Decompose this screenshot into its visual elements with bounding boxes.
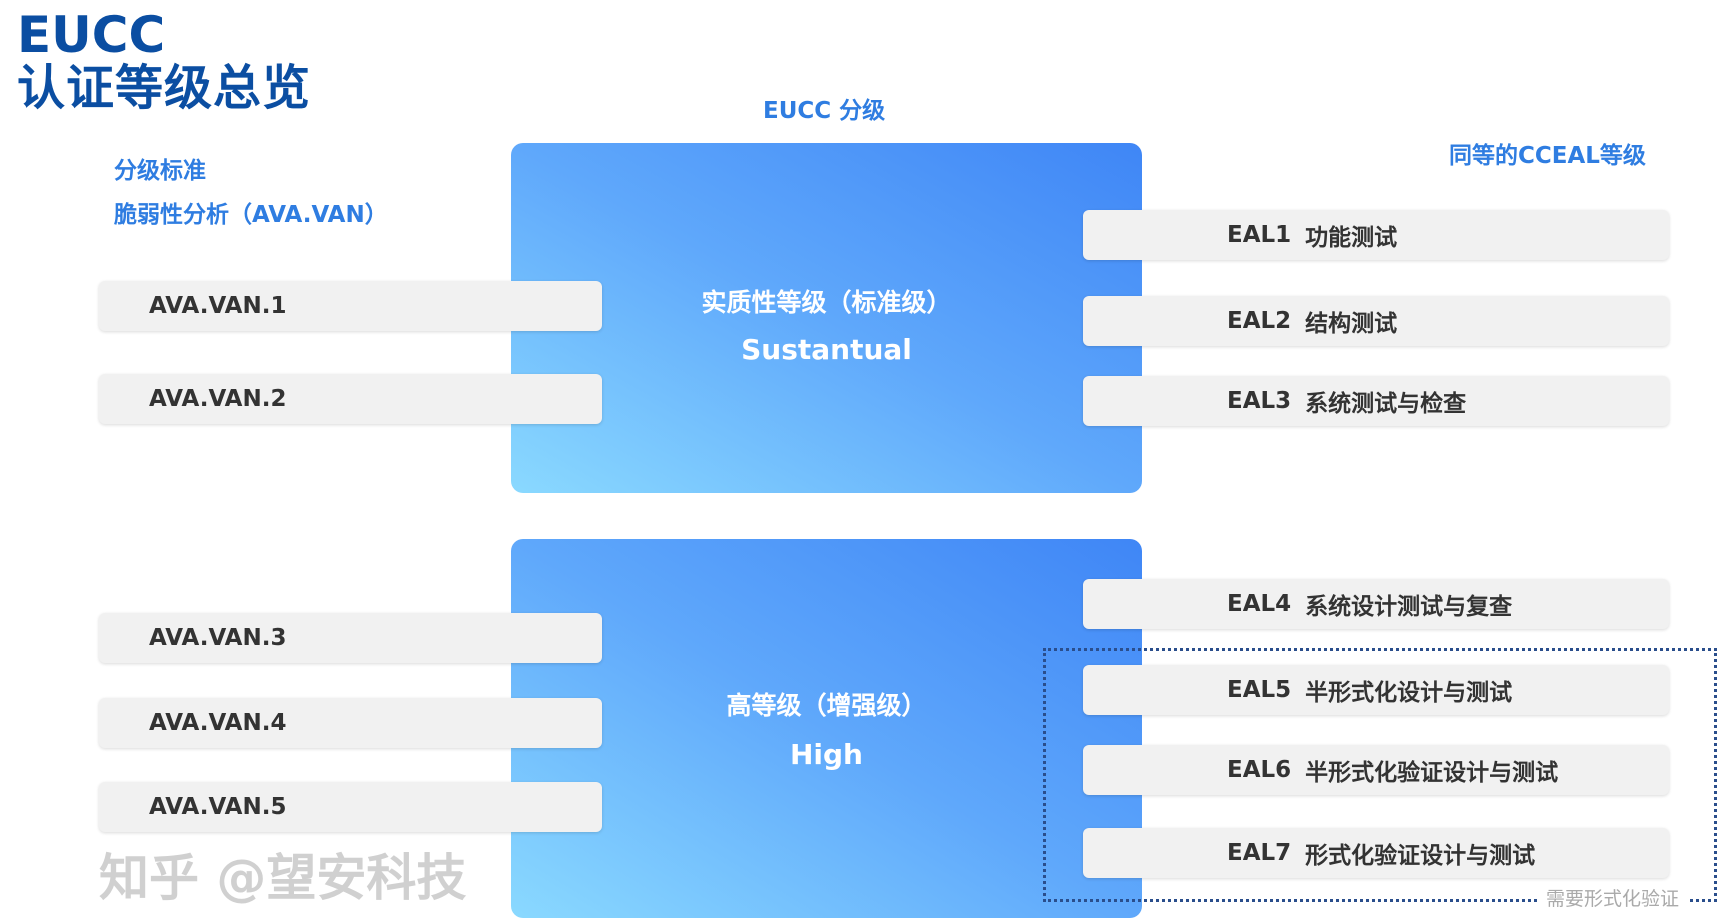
watermark: 知乎 @望安科技	[99, 849, 467, 907]
tier-high: 高等级（增强级） High	[511, 539, 1142, 918]
eal-level-row: EAL3 系统测试与检查	[1083, 376, 1669, 426]
formal-verification-label: 需要形式化验证	[1538, 884, 1688, 911]
right-header: 同等的CCEAL等级	[1449, 143, 1646, 169]
eal-name: 结构测试	[1305, 311, 1398, 337]
eal-level-row: EAL7 形式化验证设计与测试	[1083, 828, 1669, 878]
eal-code: EAL4	[1227, 591, 1292, 617]
page-title-line1: EUCC	[17, 6, 166, 64]
tier-substantial-en: Sustantual	[741, 333, 912, 366]
ava-level-row: AVA.VAN.2	[99, 374, 602, 424]
center-header: EUCC 分级	[763, 98, 886, 124]
ava-level-row: AVA.VAN.4	[99, 698, 602, 748]
eal-level-row: EAL4 系统设计测试与复查	[1083, 579, 1669, 629]
eal-name: 形式化验证设计与测试	[1305, 843, 1536, 869]
tier-substantial: 实质性等级（标准级） Sustantual	[511, 143, 1142, 493]
eal-code: EAL2	[1227, 308, 1292, 334]
eal-name: 系统测试与检查	[1305, 391, 1467, 417]
eal-name: 半形式化验证设计与测试	[1305, 760, 1559, 786]
left-header-2: 脆弱性分析（AVA.VAN）	[114, 202, 388, 228]
eal-level-row: EAL5 半形式化设计与测试	[1083, 665, 1669, 715]
eal-name: 系统设计测试与复查	[1305, 594, 1513, 620]
ava-level-row: AVA.VAN.3	[99, 613, 602, 663]
eal-code: EAL6	[1227, 757, 1292, 783]
page-title-line2: 认证等级总览	[17, 60, 312, 116]
ava-level-row: AVA.VAN.5	[99, 782, 602, 832]
tier-substantial-cn: 实质性等级（标准级）	[701, 288, 952, 317]
tier-high-cn: 高等级（增强级）	[726, 691, 927, 720]
eal-level-row: EAL6 半形式化验证设计与测试	[1083, 745, 1669, 795]
eal-code: EAL5	[1227, 677, 1292, 703]
eal-name: 半形式化设计与测试	[1305, 680, 1513, 706]
eal-name: 功能测试	[1305, 225, 1398, 251]
eal-level-row: EAL2 结构测试	[1083, 296, 1669, 346]
eal-code: EAL1	[1227, 222, 1292, 248]
eal-code: EAL7	[1227, 840, 1292, 866]
eal-level-row: EAL1 功能测试	[1083, 210, 1669, 260]
left-header-1: 分级标准	[114, 158, 206, 184]
ava-level-row: AVA.VAN.1	[99, 281, 602, 331]
tier-high-en: High	[789, 738, 863, 771]
formal-verification-group	[1043, 648, 1717, 902]
eal-code: EAL3	[1227, 388, 1292, 414]
